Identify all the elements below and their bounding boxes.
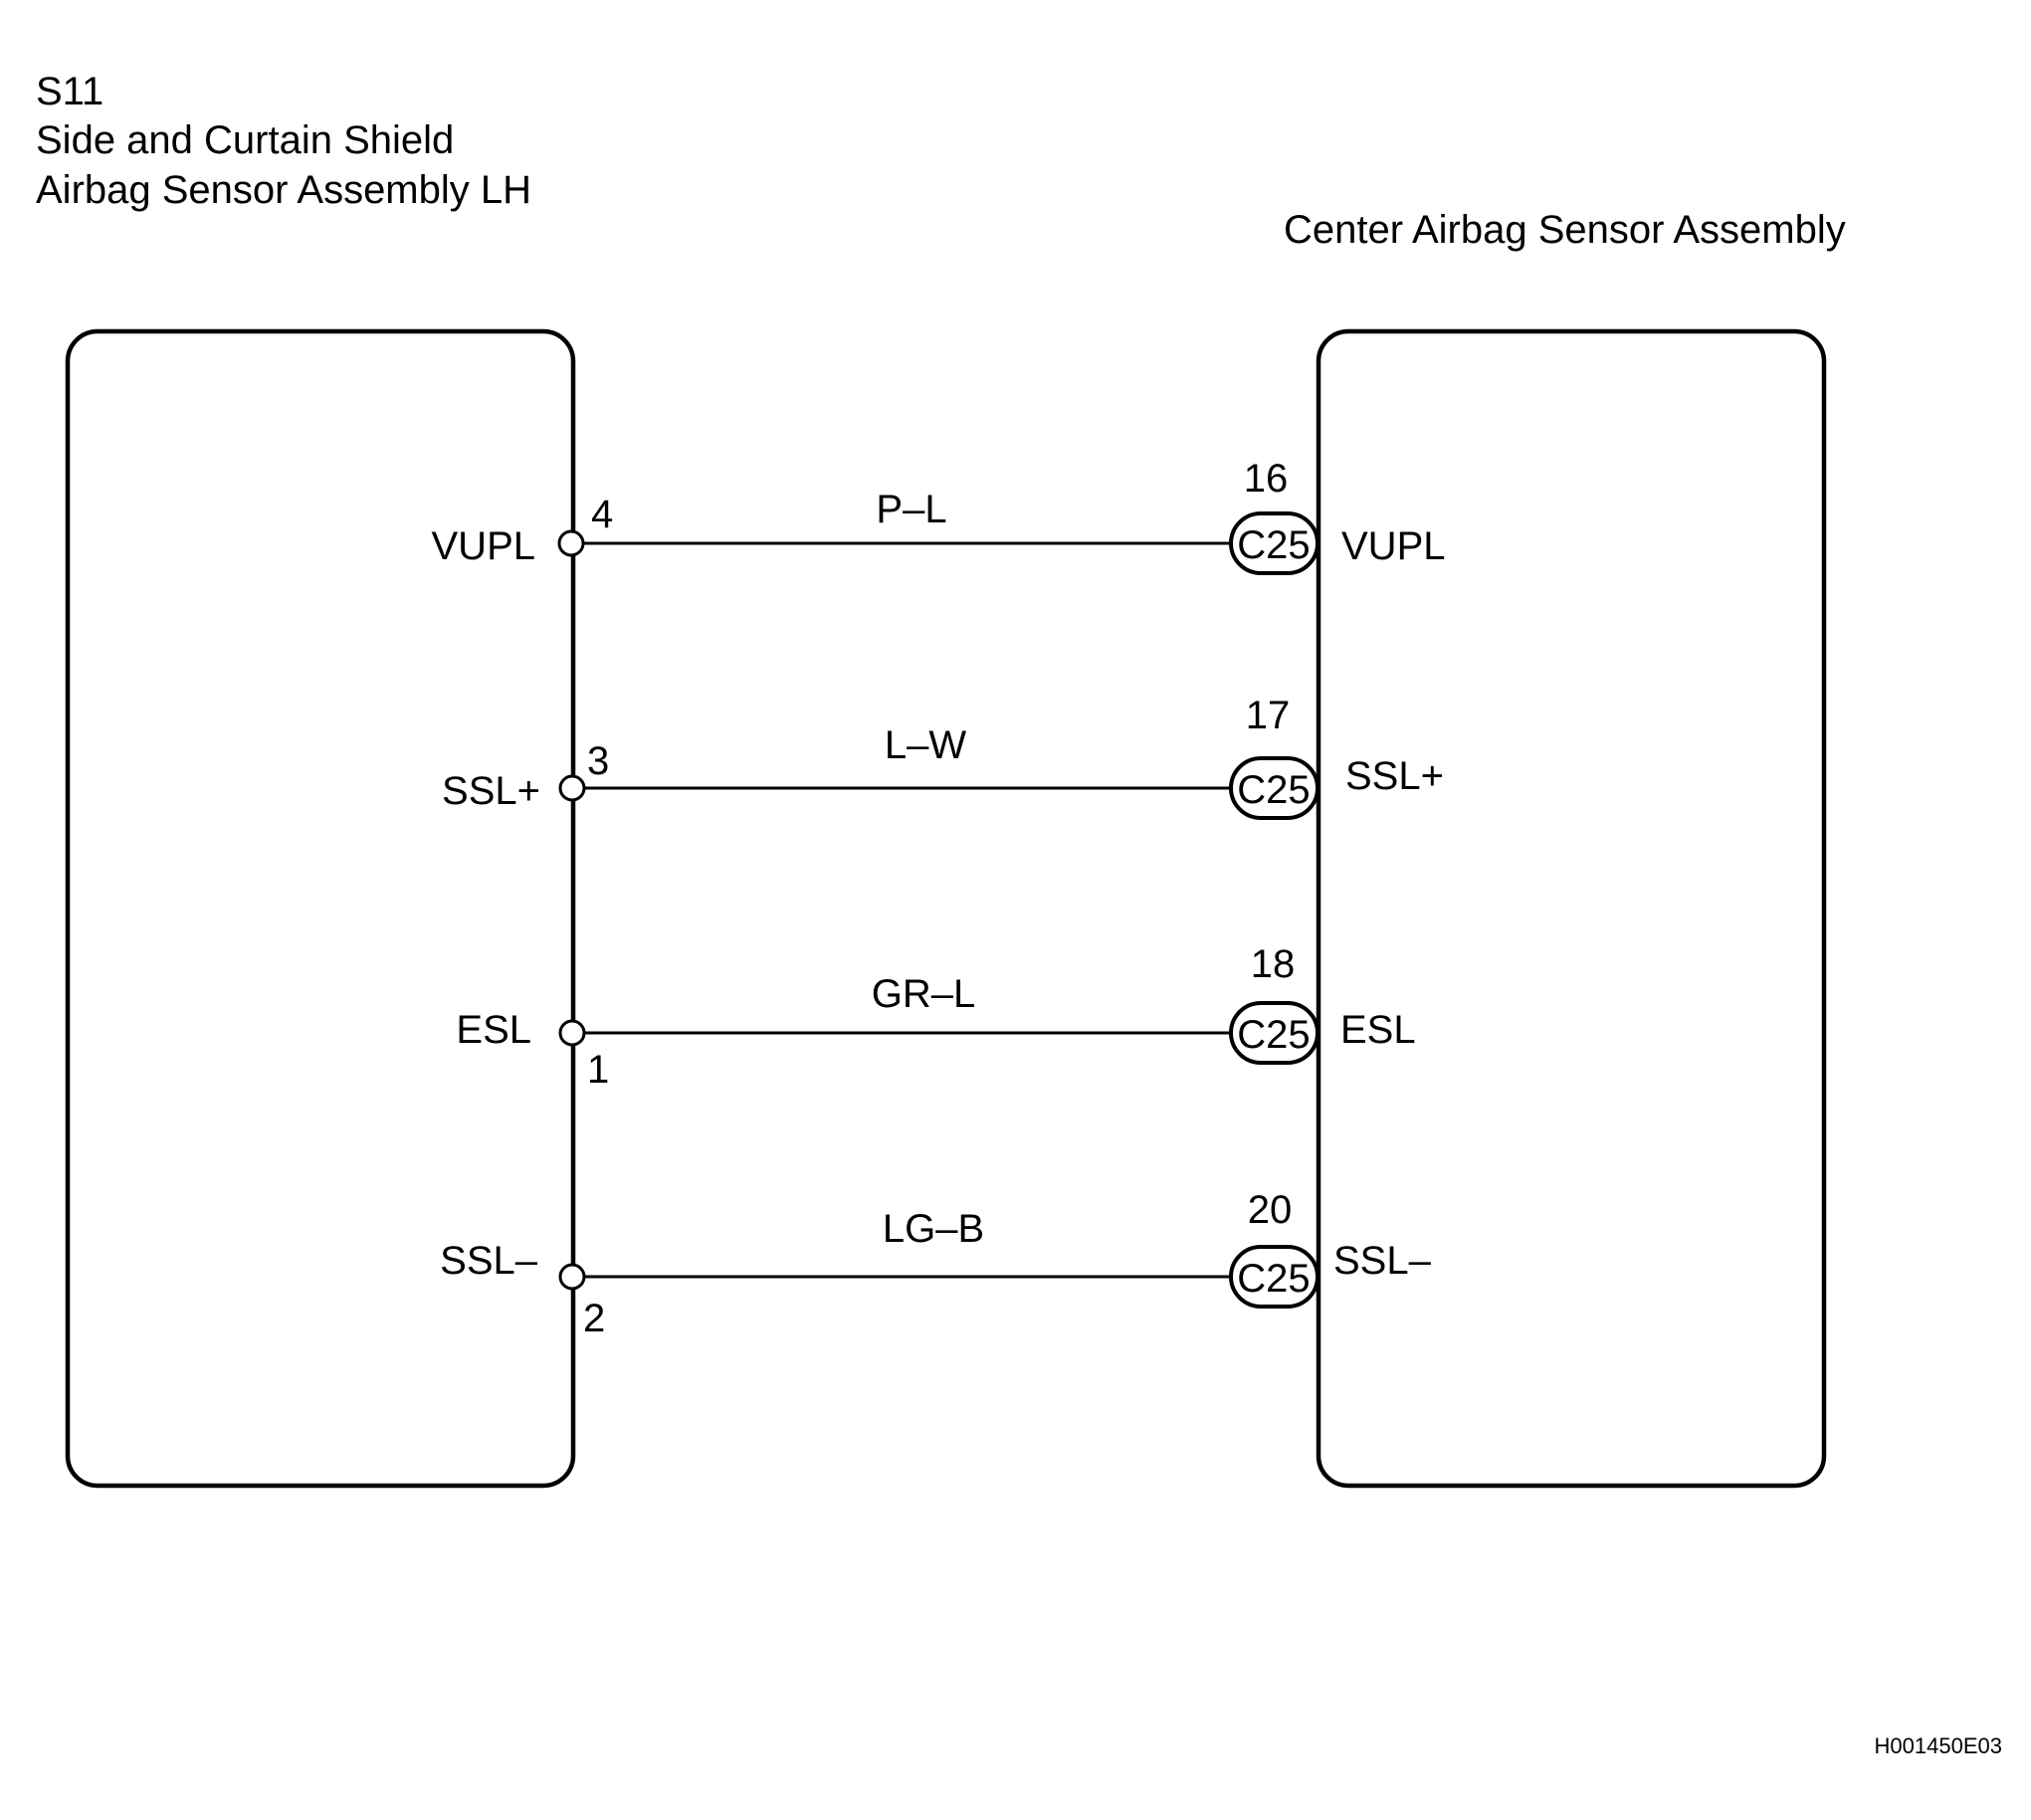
connection-row-vupl: C25 VUPL 4 P–L 16 VUPL — [432, 457, 1446, 575]
pin-4-terminal — [557, 529, 585, 557]
right-component-name: Center Airbag Sensor Assembly — [1284, 208, 1846, 252]
connection-row-ssl-minus: C25 SSL– 2 LG–B 20 SSL– — [440, 1188, 1431, 1340]
left-terminal-label: SSL+ — [442, 769, 540, 813]
left-pin-number: 4 — [591, 493, 613, 536]
right-pin-number: 18 — [1251, 942, 1296, 986]
connector-c25-pin-18 — [1229, 1001, 1320, 1065]
left-component-box — [65, 328, 576, 1489]
left-pin-number: 1 — [587, 1048, 609, 1092]
left-terminal-label: ESL — [456, 1008, 531, 1052]
left-pin-number: 2 — [583, 1297, 605, 1340]
left-component-name-line1: Side and Curtain Shield — [36, 118, 454, 162]
connector-label: C25 — [1237, 523, 1310, 567]
right-terminal-label: SSL+ — [1345, 754, 1444, 798]
connector-label: C25 — [1237, 1257, 1310, 1301]
wire-color-label: L–W — [885, 723, 966, 767]
connector-c25-pin-17 — [1229, 756, 1320, 820]
right-pin-number: 16 — [1244, 457, 1289, 501]
connection-row-esl: C25 ESL 1 GR–L 18 ESL — [456, 942, 1415, 1092]
pin-2-terminal — [558, 1263, 586, 1291]
left-terminal-label: SSL– — [440, 1239, 538, 1283]
right-pin-number: 17 — [1246, 694, 1291, 737]
connector-c25-pin-16 — [1229, 511, 1320, 575]
right-terminal-label: VUPL — [1341, 524, 1446, 568]
left-component-code: S11 — [36, 70, 103, 113]
wire-color-label: GR–L — [872, 972, 976, 1016]
figure-id: H001450E03 — [1875, 1733, 2002, 1758]
right-pin-number: 20 — [1248, 1188, 1293, 1232]
right-terminal-label: SSL– — [1333, 1239, 1432, 1283]
pin-1-terminal — [558, 1019, 586, 1047]
wire-color-label: P–L — [876, 488, 946, 531]
pin-3-terminal — [558, 774, 586, 802]
right-terminal-label: ESL — [1340, 1008, 1416, 1052]
connector-label: C25 — [1237, 768, 1310, 812]
connector-c25-pin-20 — [1229, 1245, 1320, 1309]
left-terminal-label: VUPL — [432, 524, 536, 568]
connector-label: C25 — [1237, 1013, 1310, 1057]
wire-color-label: LG–B — [883, 1207, 984, 1251]
right-component-box — [1316, 328, 1827, 1489]
connection-row-ssl-plus: C25 SSL+ 3 L–W 17 SSL+ — [442, 694, 1444, 820]
left-pin-number: 3 — [587, 739, 609, 783]
left-component-name-line2: Airbag Sensor Assembly LH — [36, 168, 531, 212]
